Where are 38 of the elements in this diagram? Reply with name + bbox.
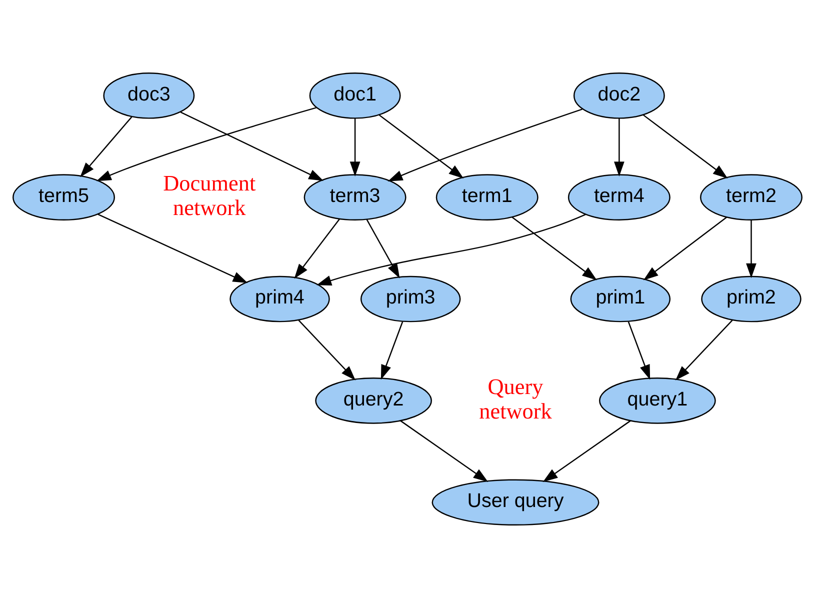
arrow bbox=[294, 218, 340, 279]
arrow bbox=[614, 118, 624, 176]
node-ellipse: query1 bbox=[599, 378, 716, 424]
arrow bbox=[675, 320, 733, 380]
node-ellipse: prim3 bbox=[360, 276, 461, 322]
arrow bbox=[628, 322, 650, 380]
node-ellipse: query2 bbox=[315, 378, 432, 424]
arrow bbox=[643, 216, 727, 280]
arrow bbox=[542, 420, 631, 482]
node-ellipse: doc3 bbox=[103, 72, 195, 119]
arrow bbox=[378, 114, 464, 178]
label: Document network bbox=[163, 170, 256, 220]
node-ellipse: prim4 bbox=[230, 276, 330, 322]
node-ellipse: doc1 bbox=[309, 72, 401, 119]
arrow bbox=[350, 118, 360, 176]
arrow bbox=[366, 219, 400, 278]
arrow bbox=[512, 216, 597, 280]
arrow bbox=[80, 116, 132, 178]
node-ellipse: term5 bbox=[12, 174, 115, 220]
label: Query network bbox=[479, 374, 552, 424]
arrow bbox=[180, 112, 324, 181]
arrow bbox=[380, 322, 404, 380]
node-ellipse: prim2 bbox=[701, 276, 802, 322]
node-ellipse: term2 bbox=[700, 174, 802, 220]
node-ellipse: doc2 bbox=[573, 72, 665, 119]
node-ellipse: term4 bbox=[568, 174, 670, 220]
arrow bbox=[96, 107, 316, 182]
node-ellipse: term1 bbox=[436, 174, 538, 220]
node-ellipse: prim1 bbox=[570, 276, 671, 322]
arrow bbox=[400, 420, 488, 482]
arrow bbox=[316, 214, 586, 286]
arrow bbox=[388, 108, 582, 182]
arrow bbox=[298, 320, 356, 380]
arrow bbox=[746, 220, 756, 278]
arrow bbox=[98, 214, 248, 284]
node-ellipse: term3 bbox=[304, 174, 406, 220]
arrow bbox=[643, 114, 728, 178]
node-ellipse: User query bbox=[432, 479, 600, 526]
